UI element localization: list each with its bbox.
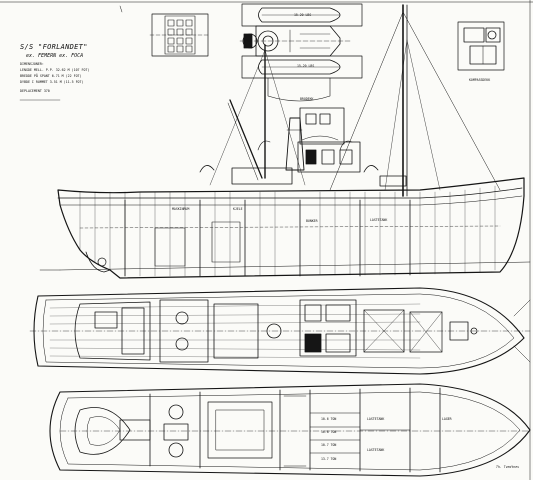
ship-title: S/S "FORLANDET" bbox=[20, 43, 88, 51]
dimension-displacement: DEPLACEMENT 370 bbox=[20, 89, 50, 93]
skylight-detail bbox=[149, 13, 211, 57]
tank-c-label: 10.7 TON bbox=[321, 443, 337, 447]
dimensions-header: DIMENSJONER: bbox=[20, 62, 44, 66]
store-label: LAGER bbox=[442, 417, 452, 421]
cargo-hold-label: LASTETANK bbox=[370, 218, 388, 222]
main-deck-plan bbox=[29, 287, 531, 375]
compass-deck-label: KOMPASSDEKK bbox=[469, 78, 491, 82]
boat-deck-plan bbox=[239, 3, 363, 102]
tank-b-label: 16.8 TON bbox=[321, 430, 337, 434]
engine-room-label: MASKINRUM bbox=[172, 207, 190, 211]
draftsman-signature: Th. Tvedtnes bbox=[496, 465, 520, 469]
tank-a-label: 10.6 TON bbox=[321, 417, 337, 421]
tank-d-label: 13.7 TON bbox=[321, 457, 337, 461]
dimension-depth: DYBDE I RUMMET 3.51 M (11.5 FOT) bbox=[20, 80, 84, 84]
bunker-label: BUNKER bbox=[306, 219, 318, 223]
hold-plan bbox=[49, 383, 531, 477]
ship-former-names: ex. FEMERN ex. FOCA bbox=[26, 53, 84, 59]
dimension-breadth: BREDDE PÅ SPANT 6.71 M (22 FOT) bbox=[20, 74, 82, 78]
bridge-deck-label: BRODEKK bbox=[300, 97, 314, 101]
dimension-length: LENGDE MELL. P.P. 32.62 M (107 FOT) bbox=[20, 68, 90, 72]
side-elevation bbox=[39, 4, 531, 279]
hold-aft-label: LASTETANK bbox=[367, 417, 385, 421]
compass-deck-detail bbox=[457, 21, 505, 71]
boiler-label: KJELE bbox=[233, 207, 243, 211]
hold-mid-label: LASTETANK bbox=[367, 448, 385, 452]
boat-label-bottom: 15-20 LBS bbox=[297, 64, 315, 68]
